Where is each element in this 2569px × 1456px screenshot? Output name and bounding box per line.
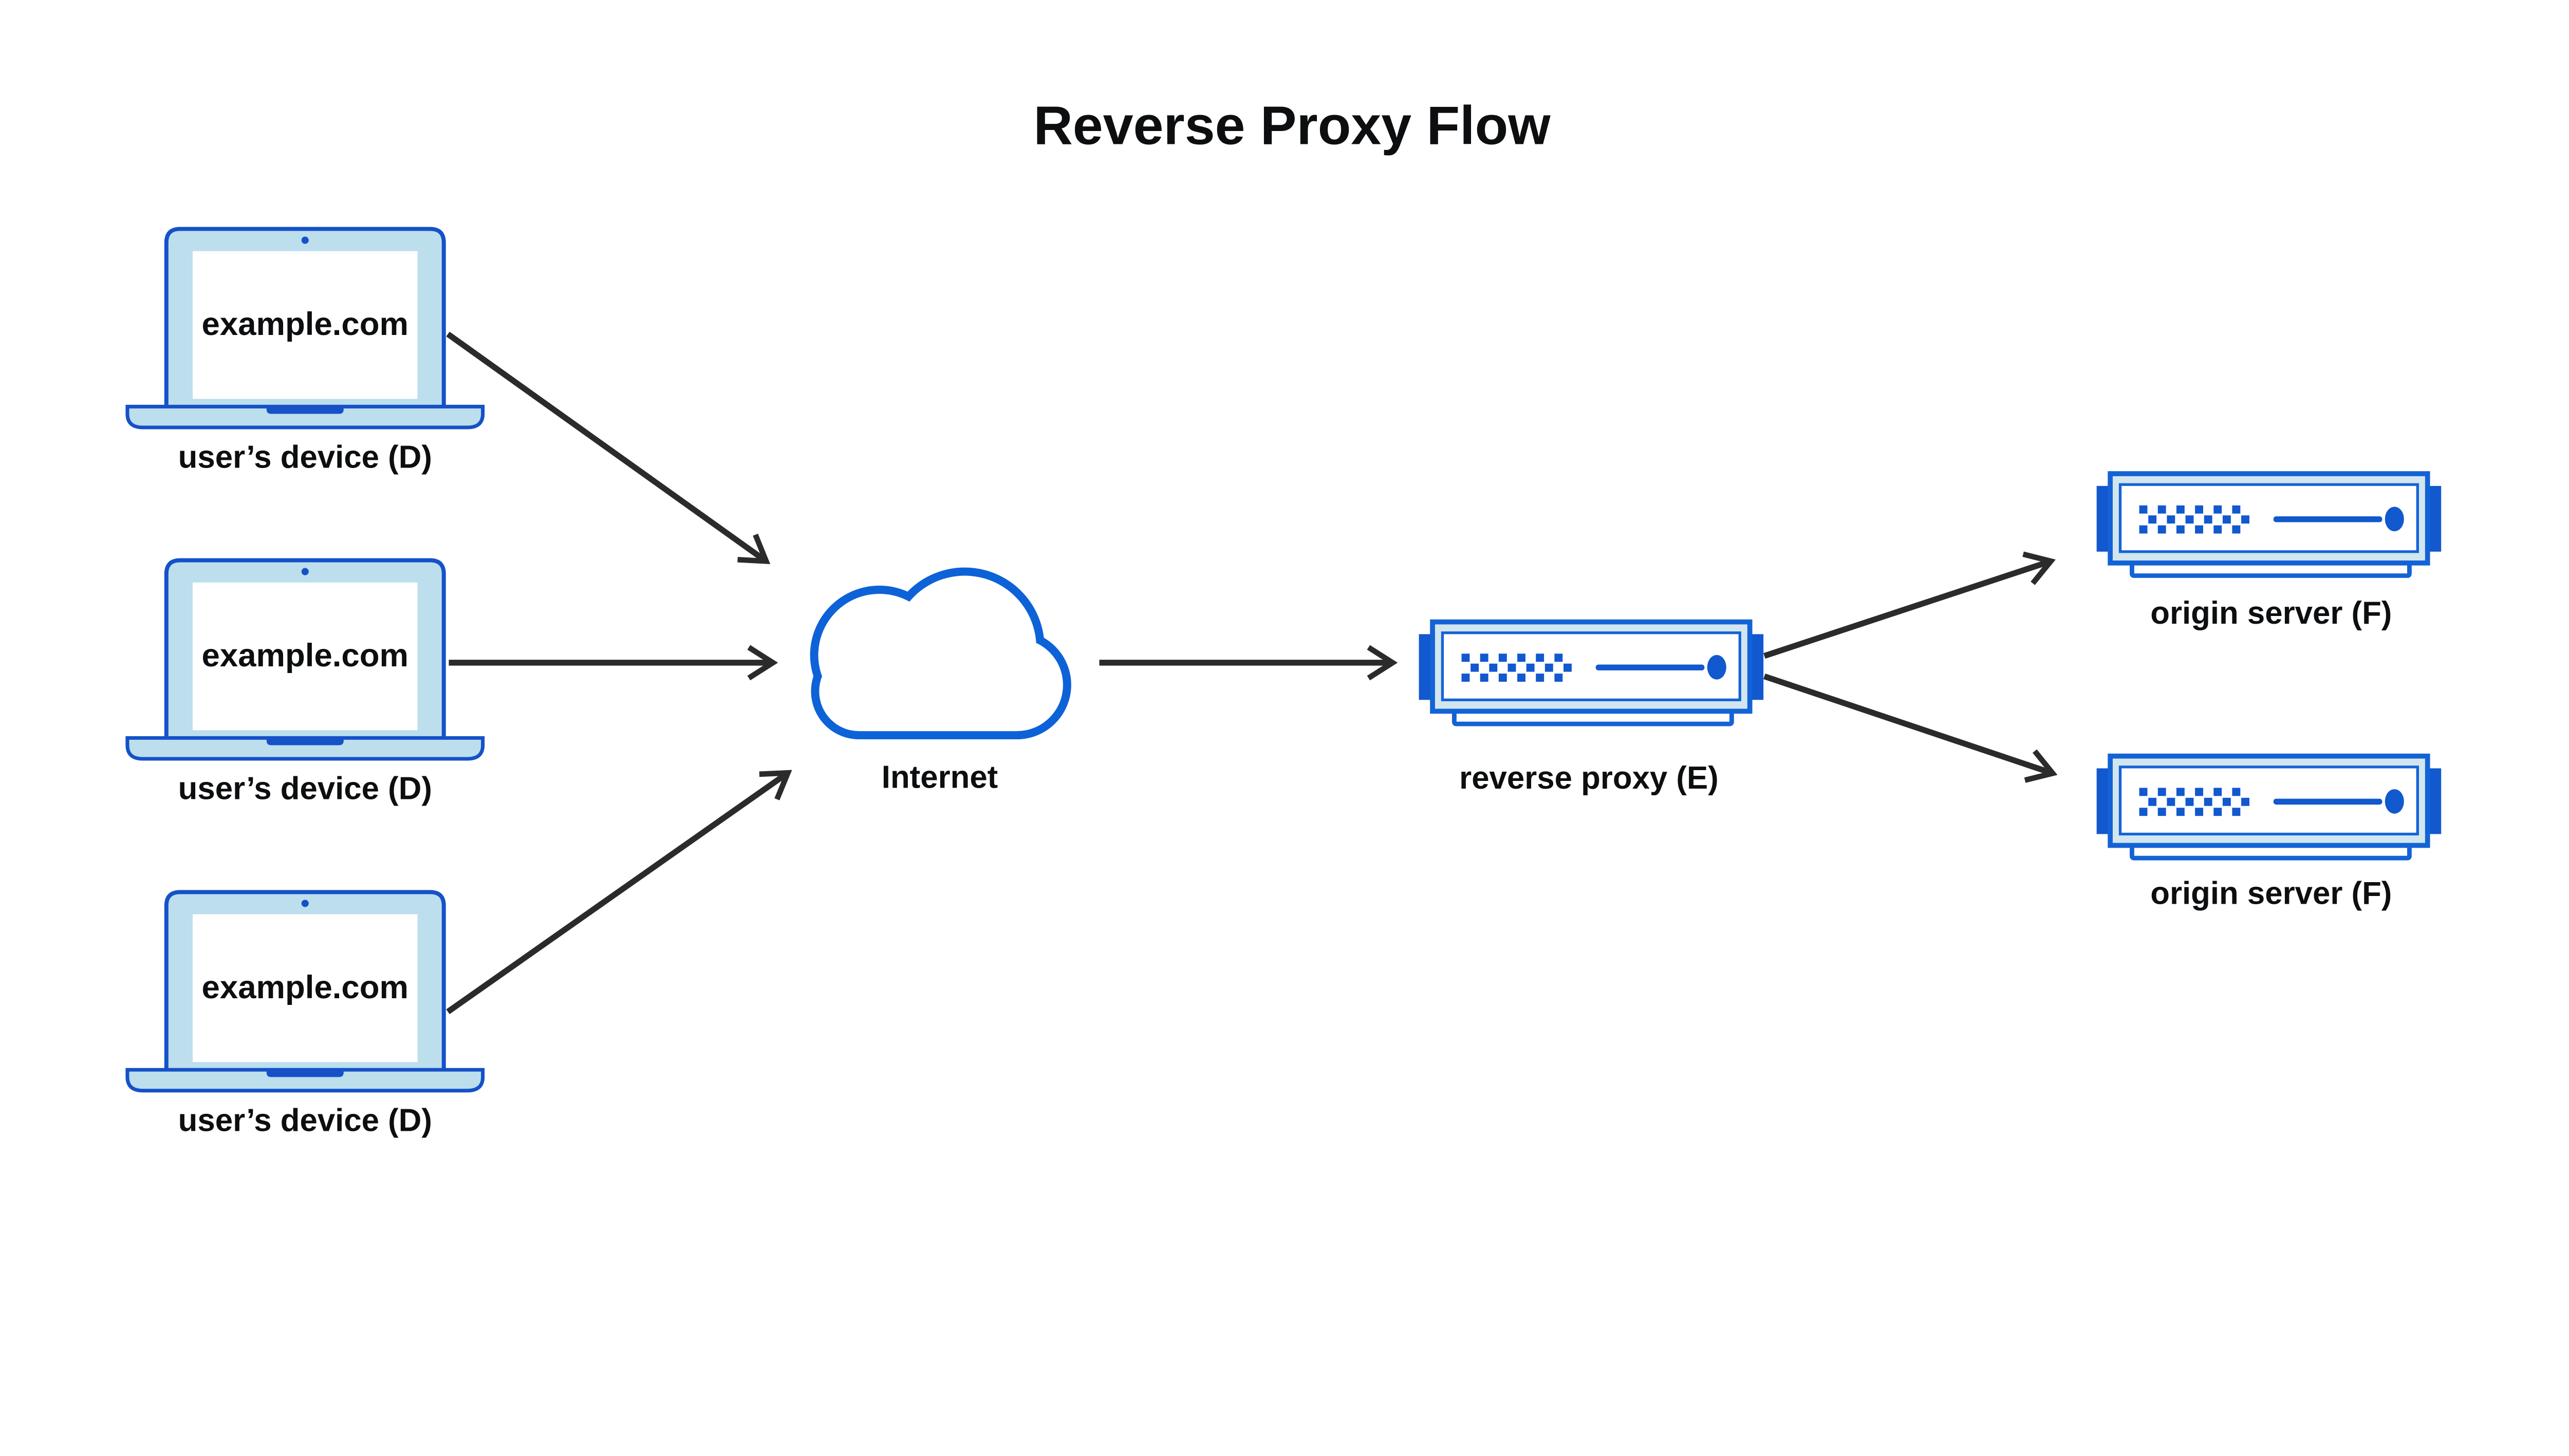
device-screen-url: example.com [202,969,408,1005]
reverse-proxy-label: reverse proxy (E) [1459,760,1719,796]
device-label: user’s device (D) [178,1103,432,1138]
device-node-2: example.com user’s device (D) [127,561,483,806]
diagram-title: Reverse Proxy Flow [1033,96,1551,156]
device-node-3: example.com user’s device (D) [127,892,483,1138]
device-node-1: example.com user’s device (D) [127,229,483,475]
arrow-device3-to-internet [446,770,792,1014]
reverse-proxy-node: reverse proxy (E) [1419,622,1764,796]
device-label: user’s device (D) [178,440,432,475]
device-screen-url: example.com [202,637,408,674]
internet-node: Internet [810,567,1071,795]
device-screen-url: example.com [202,306,408,342]
origin-server-label: origin server (F) [2150,595,2392,631]
cloud-icon [810,567,1071,740]
device-label: user’s device (D) [178,771,432,806]
server-icon [1419,622,1764,724]
diagram-canvas: Reverse Proxy Flow example.com user’s de… [0,95,2569,1138]
arrow-proxy-to-origin2 [1763,673,2058,783]
reverse-proxy-flow-diagram: Reverse Proxy Flow example.com user’s de… [0,96,2569,1138]
server-icon [2097,756,2442,858]
arrow-device1-to-internet [446,331,771,565]
origin-server-node-2: origin server (F) [2097,756,2442,911]
internet-label: Internet [882,759,998,795]
server-icon [2097,474,2442,576]
origin-server-label: origin server (F) [2150,875,2392,911]
origin-server-node-1: origin server (F) [2097,474,2442,631]
flow-arrows [446,331,2058,1014]
arrow-proxy-to-origin1 [1763,551,2056,659]
